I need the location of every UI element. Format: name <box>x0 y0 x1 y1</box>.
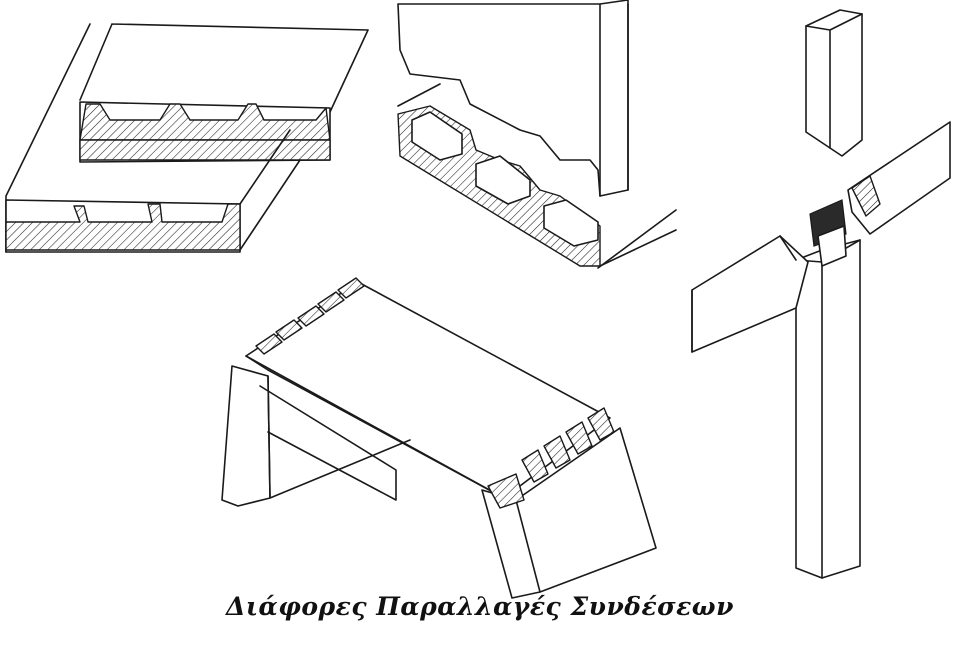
figure-post-joint-right <box>691 9 951 579</box>
figure-caption: Διάφορες Παραλλαγές Συνδέσεων <box>226 592 734 621</box>
figure-dovetail-post-top-middle <box>397 0 677 269</box>
finger-joints-upper <box>255 277 365 355</box>
finger-joints-lower <box>487 407 615 509</box>
figure-bench-center <box>221 277 657 599</box>
figure-dovetail-boards-top-left <box>5 23 369 253</box>
